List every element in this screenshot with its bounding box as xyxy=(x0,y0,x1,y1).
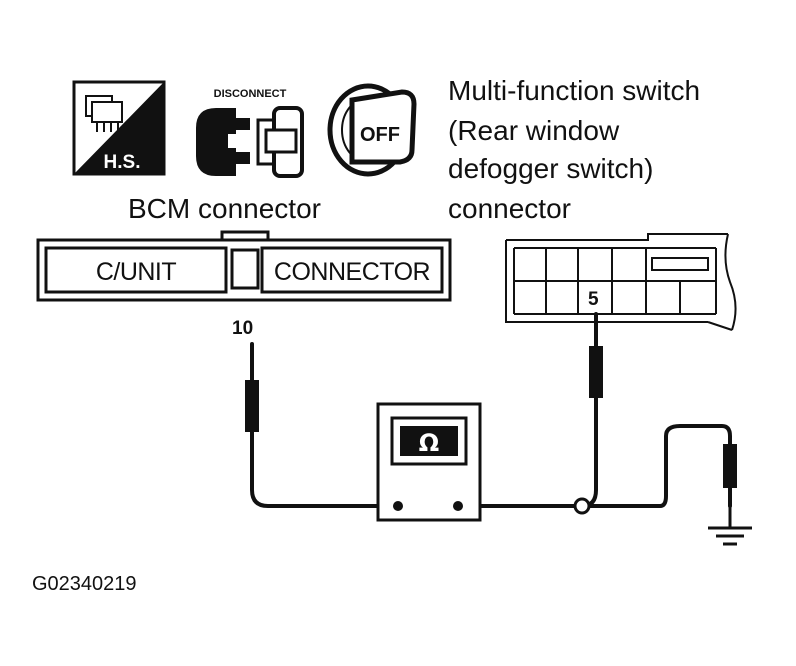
meter-terminal-right xyxy=(453,501,463,511)
mfs-connector xyxy=(505,233,737,331)
hs-label: H.S. xyxy=(104,152,141,173)
harness-sensor-icon: H.S. xyxy=(72,80,166,176)
mfs-title-line-2: (Rear window xyxy=(448,115,620,146)
bcm-connector: C/UNIT CONNECTOR xyxy=(36,230,452,302)
meter-terminal-left xyxy=(393,501,403,511)
probe-mfs xyxy=(589,334,603,398)
ohmmeter: Ω xyxy=(376,402,482,522)
wire-junction xyxy=(573,497,591,515)
disconnect-icon: DISCONNECT xyxy=(196,88,304,178)
mfs-title-line-4: connector xyxy=(448,193,571,224)
ohm-symbol-icon: Ω xyxy=(419,429,439,457)
ignition-key-off-icon: OFF xyxy=(327,83,417,177)
bcm-pin-number: 10 xyxy=(232,318,253,339)
probe-bcm xyxy=(245,368,259,432)
bcm-title: BCM connector xyxy=(128,193,321,224)
mfs-title-line-3: defogger switch) xyxy=(448,153,653,184)
test-wiring xyxy=(250,312,732,508)
mfs-title: Multi-function switch (Rear window defog… xyxy=(448,75,708,224)
mfs-pin-number: 5 xyxy=(588,289,599,310)
key-off-label: OFF xyxy=(360,124,400,146)
figure-code: G02340219 xyxy=(32,573,137,595)
ground-icon xyxy=(708,506,752,546)
disconnect-label: DISCONNECT xyxy=(214,88,287,100)
bcm-right-label: CONNECTOR xyxy=(274,258,430,286)
probe-ground xyxy=(723,444,737,488)
mfs-title-line-1: Multi-function switch xyxy=(448,75,700,106)
bcm-left-label: C/UNIT xyxy=(96,258,177,286)
